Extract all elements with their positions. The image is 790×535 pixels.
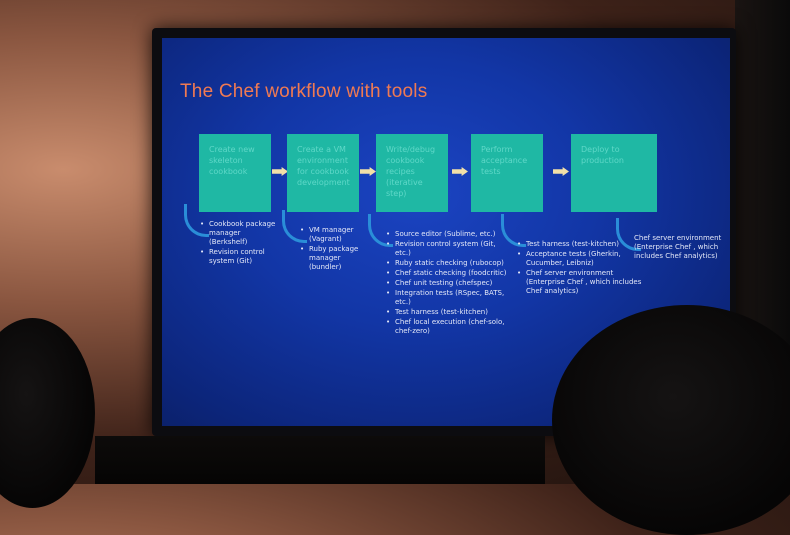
tool-list-vm: VM manager (Vagrant) Ruby package manage…: [300, 226, 372, 273]
list-item: Chef static checking (foodcritic): [386, 269, 510, 278]
step-create-cookbook: Create new skeleton cookbook: [199, 134, 271, 212]
audience-head-left: [0, 318, 95, 508]
list-item: VM manager (Vagrant): [300, 226, 372, 244]
list-item: Revision control system (Git): [200, 248, 278, 266]
deploy-note: Chef server environment (Enterprise Chef…: [634, 234, 722, 260]
arrow-right-icon: [452, 167, 468, 176]
tool-list-write: Source editor (Sublime, etc.) Revision c…: [386, 230, 510, 337]
list-item: Cookbook package manager (Berkshelf): [200, 220, 278, 247]
list-item: Acceptance tests (Gherkin, Cucumber, Lei…: [517, 250, 645, 268]
list-item: Test harness (test-kitchen): [517, 240, 645, 249]
list-item: Chef server environment (Enterprise Chef…: [517, 269, 645, 296]
list-item: Test harness (test-kitchen): [386, 308, 510, 317]
step-create-vm: Create a VM environment for cookbook dev…: [287, 134, 359, 212]
step-acceptance-tests: Perform acceptance tests: [471, 134, 543, 212]
arrow-right-icon: [360, 167, 376, 176]
step-write-debug: Write/debug cookbook recipes (iterative …: [376, 134, 448, 212]
list-item: Ruby package manager (bundler): [300, 245, 372, 272]
list-item: Integration tests (RSpec, BATS, etc.): [386, 289, 510, 307]
table-edge: [95, 436, 545, 484]
list-item: Chef unit testing (chefspec): [386, 279, 510, 288]
step-deploy: Deploy to production: [571, 134, 657, 212]
slide-title: The Chef workflow with tools: [180, 81, 428, 102]
arrow-right-icon: [272, 167, 288, 176]
list-item: Ruby static checking (rubocop): [386, 259, 510, 268]
tool-list-acceptance: Test harness (test-kitchen) Acceptance t…: [517, 240, 645, 297]
arrow-right-icon: [553, 167, 569, 176]
list-item: Chef local execution (chef-solo, chef-ze…: [386, 318, 510, 336]
tool-list-create: Cookbook package manager (Berkshelf) Rev…: [200, 220, 278, 267]
list-item: Revision control system (Git, etc.): [386, 240, 510, 258]
list-item: Source editor (Sublime, etc.): [386, 230, 510, 239]
